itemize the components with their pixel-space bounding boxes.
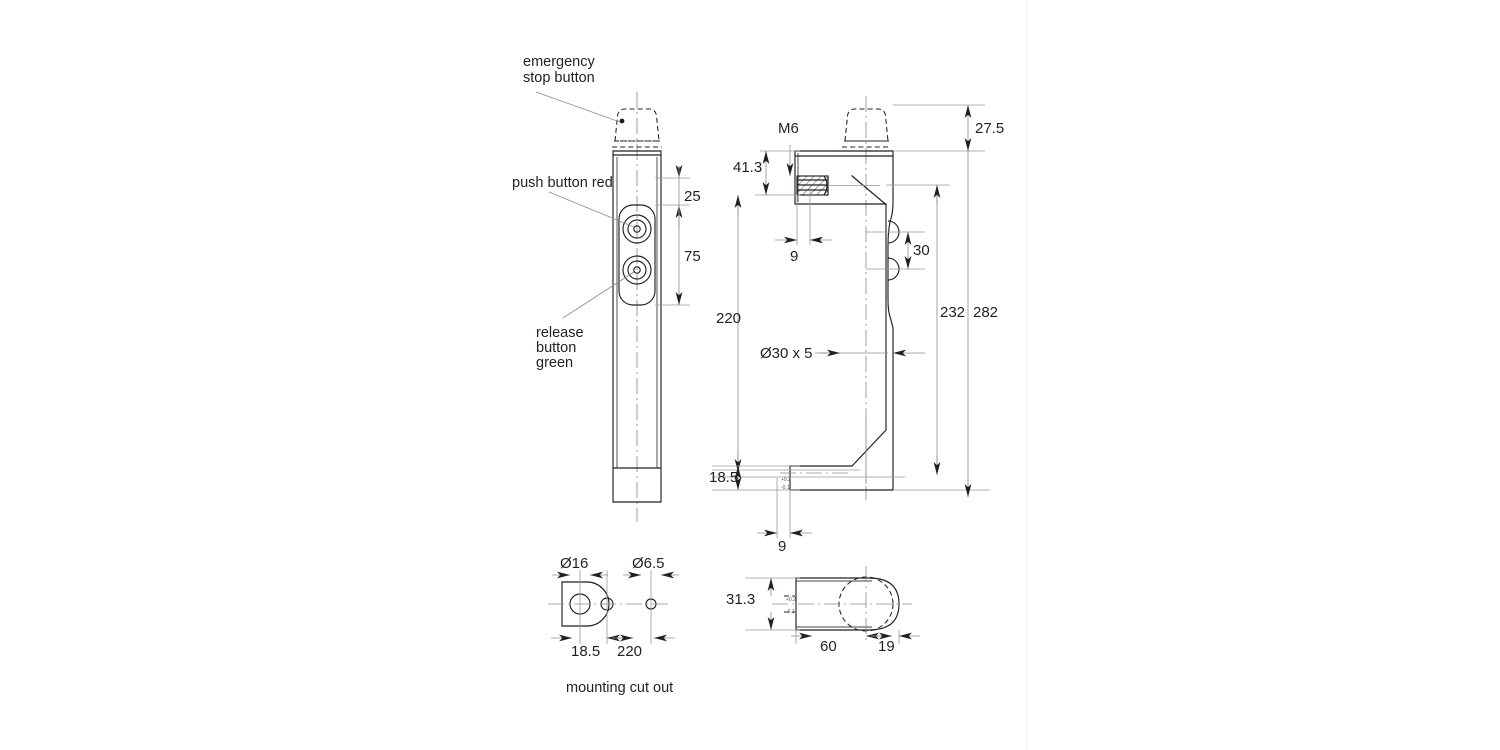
top-view: +0.2 -0.1 31.3 60 19 [726,566,920,655]
mounting-cutout-view: Ø16 Ø6.5 18.5 220 mounting cut out [548,555,679,696]
dim-label-60: 60 [820,638,837,655]
push-button-red-inner [633,225,641,233]
dim-label-25: 25 [684,188,701,205]
release-button-green-outer [622,255,652,285]
mounting-cutout-caption: mounting cut out [566,680,673,696]
dim-label-d6-5: Ø6.5 [632,555,665,572]
dim-label-18-5-cut: 18.5 [571,643,600,660]
dim-label-18-5: 18.5 [709,469,738,486]
release-button-green-mid [627,260,647,280]
dim-label-m6: M6 [778,120,799,137]
top-view-tolerance-1: +0.2 [786,597,796,603]
dim-label-19: 19 [878,638,895,655]
dim-label-220-cut: 220 [617,643,642,660]
dim-label-41-3: 41.3 [733,159,762,176]
push-button-red-mid [627,219,647,239]
dim-label-d30x5: Ø30 x 5 [760,345,813,362]
top-view-tolerance-2: -0.1 [786,609,795,615]
note-emergency-stop-line1: emergency [523,54,595,70]
mounting-cutout-outline [561,581,610,627]
foot-tolerance-text-2: -0.1 [781,485,790,491]
m6-insert-dome [823,175,828,196]
note-release-button-line3: green [536,355,573,371]
foot-tolerance-text-1: +0.2 [781,477,791,483]
dim-label-232: 232 [940,304,965,321]
dim-label-d16: Ø16 [560,555,588,572]
release-button-green-inner [633,266,641,274]
dim-label-282: 282 [973,304,998,321]
side-section-view: +0.2 -0.1 M6 27.5 41.3 9 [709,96,1004,555]
leader-dot [619,118,625,124]
note-emergency-stop-line2: stop button [523,70,595,86]
note-release-button-line2: button [536,340,576,356]
m6-threaded-insert [796,175,880,196]
side-body-profile [789,150,894,491]
front-view: emergency stop button push button red re… [512,54,701,522]
note-release-button-line1: release [536,325,584,341]
dim-label-30: 30 [913,242,930,259]
leader-push-button-red [548,191,635,228]
leader-release-button-green [562,271,635,319]
note-push-button-red: push button red [512,175,613,191]
dim-label-220: 220 [716,310,741,327]
emergency-stop-button-outline [614,108,660,142]
leader-emergency-stop [535,91,621,123]
dim-label-27-5: 27.5 [975,120,1004,137]
side-inner-diagonal-upper [851,175,887,205]
dim-label-9-bottom: 9 [778,538,786,555]
push-button-red-outer [622,214,652,244]
side-emergency-stop-outline [844,108,889,142]
button-recess-pad [618,204,656,306]
dim-label-31-3: 31.3 [726,591,755,608]
dim-label-75: 75 [684,248,701,265]
dim-label-9-top: 9 [790,248,798,265]
